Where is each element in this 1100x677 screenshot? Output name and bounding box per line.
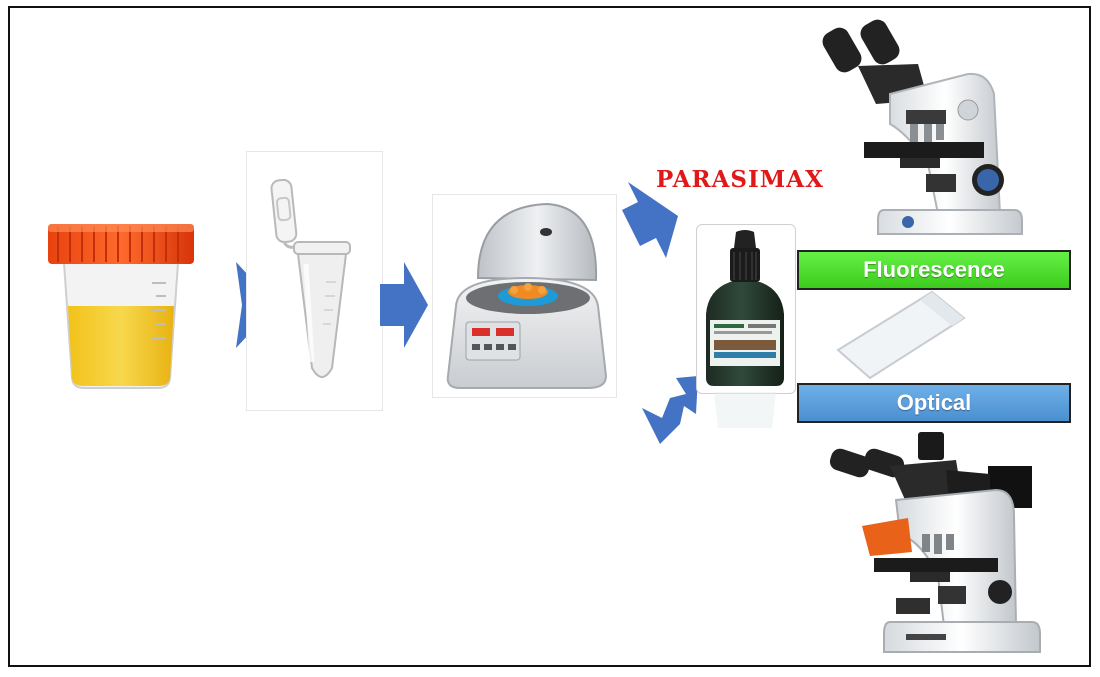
fluorescence-label: Fluorescence xyxy=(863,257,1005,282)
flow-arrow-lower xyxy=(642,376,698,444)
fluorescence-label-bar: Fluorescence xyxy=(797,250,1071,290)
microscope-slide-icon xyxy=(836,290,966,380)
binocular-microscope-icon xyxy=(822,19,1023,235)
flow-arrow-upper xyxy=(622,182,678,258)
brand-label: PARASIMAX xyxy=(656,166,824,193)
urine-sample-cup-icon xyxy=(48,224,194,389)
reagent-dropper-bottle-icon xyxy=(706,230,784,428)
flow-arrow-2 xyxy=(380,262,428,348)
eppendorf-tube-icon xyxy=(270,178,351,378)
optical-label: Optical xyxy=(896,390,972,415)
centrifuge-icon xyxy=(446,202,608,389)
fluorescence-microscope-icon xyxy=(829,432,1041,653)
optical-label-bar: Optical xyxy=(797,383,1071,423)
